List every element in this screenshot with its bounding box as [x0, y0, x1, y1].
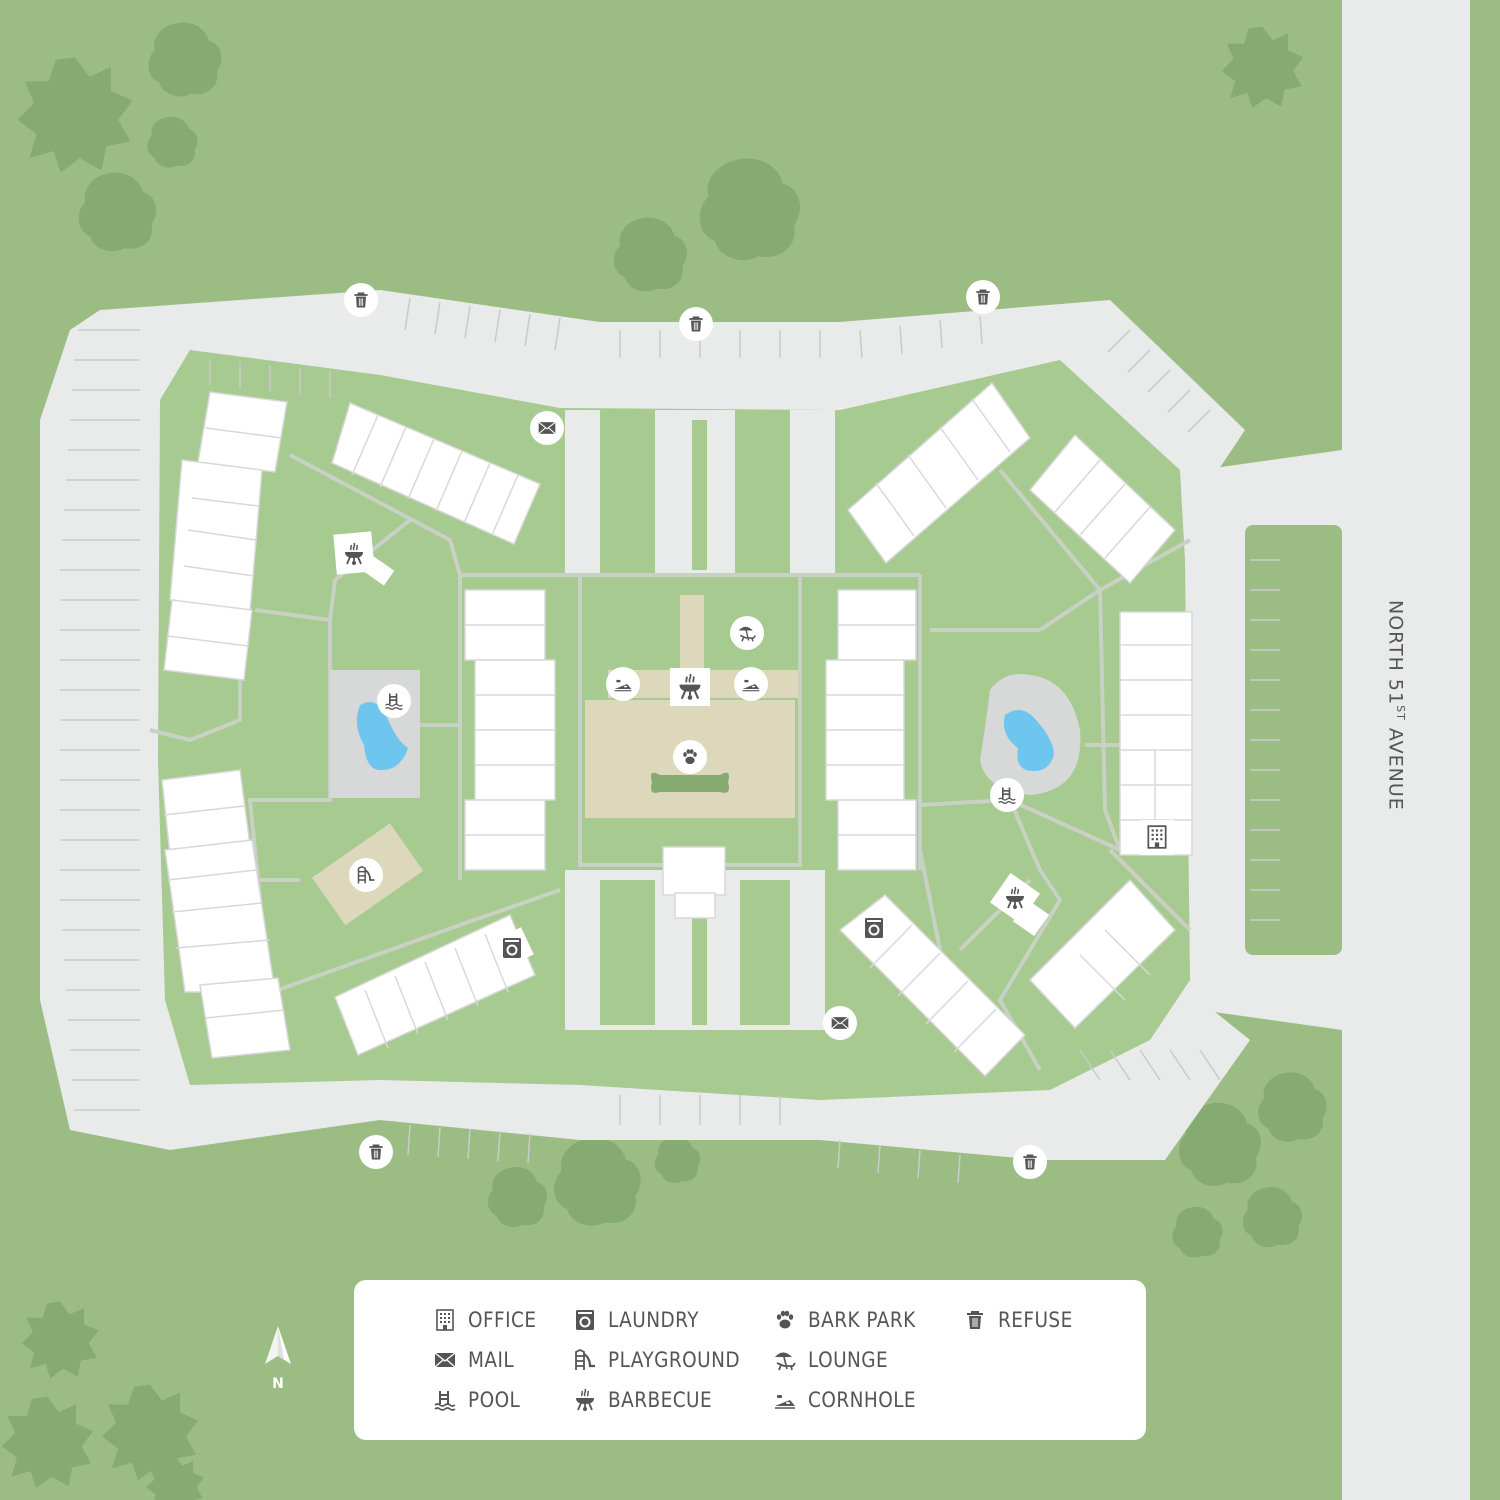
- legend-playground: PLAYGROUND: [572, 1345, 758, 1375]
- cornhole-marker[interactable]: [734, 667, 768, 701]
- legend-bark-park: BARK PARK: [772, 1305, 930, 1335]
- bark-park-marker[interactable]: [673, 740, 707, 774]
- legend-label: BARBECUE: [608, 1388, 713, 1412]
- legend-refuse: REFUSE: [962, 1305, 1083, 1335]
- playground-marker[interactable]: [349, 858, 383, 892]
- paw-icon: [772, 1307, 798, 1333]
- north-arrow: N: [265, 1326, 291, 1392]
- refuse-marker[interactable]: [1013, 1145, 1047, 1179]
- west-pool-water: [356, 702, 408, 771]
- legend-cornhole: CORNHOLE: [772, 1385, 931, 1415]
- north-label: N: [272, 1376, 284, 1392]
- refuse-marker[interactable]: [344, 283, 378, 317]
- legend-label: PLAYGROUND: [608, 1348, 741, 1372]
- entrance-median: [1245, 525, 1342, 955]
- laundry-marker[interactable]: [490, 927, 534, 969]
- legend-label: MAIL: [468, 1348, 515, 1372]
- pool-icon: [432, 1387, 458, 1413]
- office-marker[interactable]: [1140, 820, 1174, 855]
- legend-label: POOL: [468, 1388, 521, 1412]
- legend-mail: MAIL: [432, 1345, 520, 1375]
- legend-office: OFFICE: [432, 1305, 546, 1335]
- mail-icon: [432, 1347, 458, 1373]
- mail-marker[interactable]: [530, 411, 564, 445]
- legend-label: BARK PARK: [808, 1308, 916, 1332]
- legend-label: REFUSE: [998, 1308, 1073, 1332]
- legend-pool: POOL: [432, 1385, 527, 1415]
- lounge-icon: [772, 1347, 798, 1373]
- lounge-marker[interactable]: [730, 616, 764, 650]
- barbecue-icon: [572, 1387, 598, 1413]
- east-pool-water: [1003, 710, 1054, 771]
- cornhole-icon: [772, 1387, 798, 1413]
- map-legend: OFFICE MAIL POOL LAUNDRY PLAYGROUND BARB…: [354, 1280, 1146, 1440]
- legend-laundry: LAUNDRY: [572, 1305, 711, 1335]
- trash-icon: [962, 1307, 988, 1333]
- street-label: NORTH 51ST AVENUE: [1384, 600, 1407, 811]
- barbecue-marker[interactable]: [989, 872, 1050, 937]
- legend-label: CORNHOLE: [808, 1388, 917, 1412]
- playground-icon: [572, 1347, 598, 1373]
- pool-marker[interactable]: [377, 684, 411, 718]
- laundry-icon: [572, 1307, 598, 1333]
- legend-label: LAUNDRY: [608, 1308, 699, 1332]
- map-markers: [344, 280, 1047, 1179]
- tile-markers: [333, 531, 1174, 969]
- bone-shape: [651, 772, 729, 793]
- cornhole-marker[interactable]: [606, 667, 640, 701]
- refuse-marker[interactable]: [359, 1135, 393, 1169]
- mail-marker[interactable]: [823, 1006, 857, 1040]
- refuse-marker[interactable]: [679, 307, 713, 341]
- legend-label: LOUNGE: [808, 1348, 889, 1372]
- legend-barbecue: BARBECUE: [572, 1385, 726, 1415]
- barbecue-marker[interactable]: [670, 668, 710, 706]
- north-51st-avenue-road: [1342, 0, 1470, 1500]
- refuse-marker[interactable]: [966, 280, 1000, 314]
- legend-lounge: LOUNGE: [772, 1345, 899, 1375]
- legend-label: OFFICE: [468, 1308, 537, 1332]
- laundry-marker[interactable]: [850, 904, 900, 954]
- barbecue-marker[interactable]: [333, 531, 395, 586]
- office-icon: [432, 1307, 458, 1333]
- pool-marker[interactable]: [990, 778, 1024, 812]
